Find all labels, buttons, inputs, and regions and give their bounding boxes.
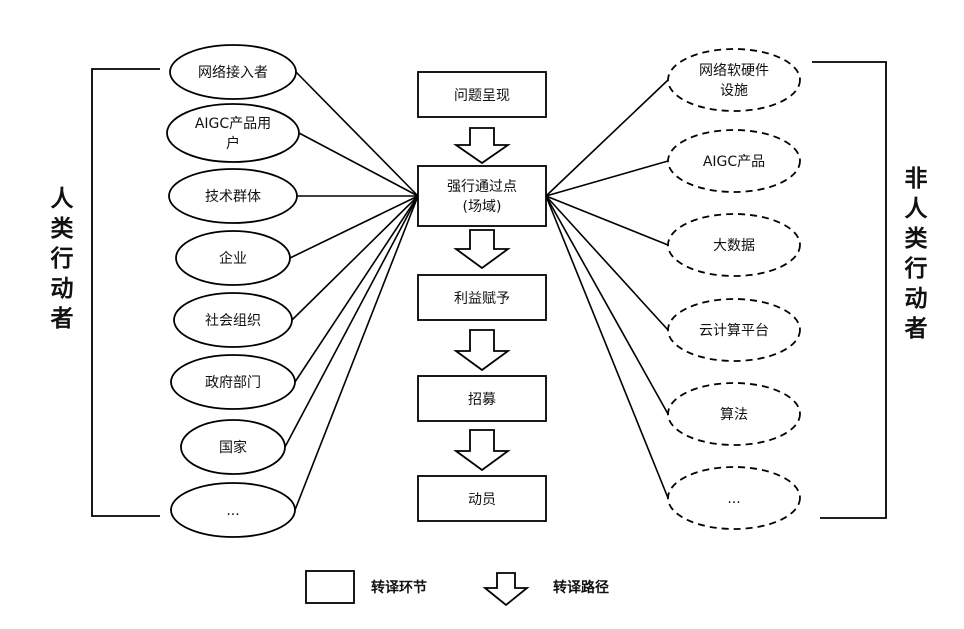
connector-left-2 — [298, 132, 419, 197]
down-arrow-icon — [453, 429, 511, 472]
human-actor-label: 政府部门 — [205, 375, 261, 391]
nonhuman-actor: 网络软硬件 设施 — [667, 48, 801, 112]
connector-right-4 — [545, 195, 669, 331]
nonhuman-actor-label: 大数据 — [713, 238, 755, 254]
process-step-mobilisation: 动员 — [417, 475, 547, 522]
left-bracket — [91, 68, 160, 517]
legend: 转译环节 转译路径 — [305, 570, 609, 607]
connector-right-5 — [545, 195, 669, 415]
nonhuman-actor-label: 云计算平台 — [699, 323, 769, 339]
connector-left-8 — [294, 195, 419, 511]
nonhuman-actor: AIGC产品 — [667, 129, 801, 193]
human-actor: 企业 — [175, 230, 291, 286]
process-step-label: 问题呈现 — [454, 88, 510, 104]
human-actor: 网络接入者 — [169, 44, 297, 100]
process-step-label: 招募 — [468, 392, 496, 408]
human-actor-label: 技术群体 — [205, 189, 261, 205]
nonhuman-actor: 大数据 — [667, 213, 801, 277]
human-group-label: 人类行动者 — [50, 186, 75, 332]
process-steps: 问题呈现 强行通过点 (场域) 利益赋予 招募 动员 — [417, 71, 547, 522]
process-step-label: 利益赋予 — [454, 291, 510, 307]
human-actor-label: 国家 — [219, 439, 247, 456]
nonhuman-actors: 网络软硬件 设施 AIGC产品 大数据 云计算平台 算法 ... — [667, 48, 801, 530]
process-step-problem: 问题呈现 — [417, 71, 547, 118]
legend-box-label: 转译环节 — [371, 579, 427, 596]
nonhuman-actor-label: ... — [727, 491, 740, 507]
legend-arrow-label: 转译路径 — [553, 579, 609, 596]
process-step-obligatory-passage-point: 强行通过点 (场域) — [417, 165, 547, 227]
legend-box-swatch — [305, 570, 355, 604]
process-step-label-line2: (场域) — [463, 199, 502, 215]
nonhuman-actor-label-line2: 设施 — [720, 83, 748, 99]
process-step-interessement: 利益赋予 — [417, 274, 547, 321]
human-actor: ... — [170, 482, 296, 538]
process-step-label-line1: 强行通过点 — [447, 179, 517, 195]
legend-arrow-icon — [482, 572, 530, 607]
process-step-enrolment: 招募 — [417, 375, 547, 422]
nonhuman-actor-label-line1: 网络软硬件 — [699, 63, 769, 79]
connector-left-7 — [284, 195, 419, 448]
human-actor-label: 企业 — [219, 250, 247, 267]
human-actor: 政府部门 — [170, 354, 296, 410]
down-arrow-icon — [453, 127, 511, 165]
connector-left-1 — [295, 71, 419, 197]
nonhuman-actor: 算法 — [667, 382, 801, 446]
nonhuman-actor-label: AIGC产品 — [703, 154, 765, 170]
nonhuman-actor: ... — [667, 466, 801, 530]
connector-right-2 — [545, 160, 669, 197]
nonhuman-actor-label: 算法 — [720, 407, 748, 423]
connector-right-1 — [545, 79, 669, 197]
right-connectors — [545, 79, 669, 499]
down-arrow-icon — [453, 329, 511, 372]
human-actor: 技术群体 — [168, 168, 298, 224]
right-bracket — [812, 61, 887, 519]
human-actor: 国家 — [180, 419, 286, 475]
human-actor: 社会组织 — [173, 292, 293, 348]
nonhuman-group-label: 非人类行动者 — [904, 166, 929, 342]
human-actor-label-line1: AIGC产品用 — [195, 116, 271, 132]
connector-left-5 — [291, 195, 419, 321]
connector-right-6 — [545, 195, 669, 499]
human-actor-label-line2: 户 — [226, 135, 240, 152]
nonhuman-actor: 云计算平台 — [667, 298, 801, 362]
human-actor-label: 社会组织 — [205, 313, 261, 329]
down-arrow-icon — [453, 229, 511, 270]
human-actor-label: ... — [226, 503, 239, 519]
human-actor: AIGC产品用 户 — [166, 103, 300, 163]
process-step-label: 动员 — [468, 492, 496, 508]
human-actors: 网络接入者 AIGC产品用 户 技术群体 企业 社会组织 政府部门 国家 — [166, 44, 300, 538]
process-arrows — [453, 127, 511, 472]
connector-right-3 — [545, 195, 669, 246]
left-connectors — [284, 71, 419, 511]
human-actor-label: 网络接入者 — [198, 64, 268, 81]
connector-left-4 — [289, 195, 419, 259]
connector-left-6 — [294, 195, 419, 383]
